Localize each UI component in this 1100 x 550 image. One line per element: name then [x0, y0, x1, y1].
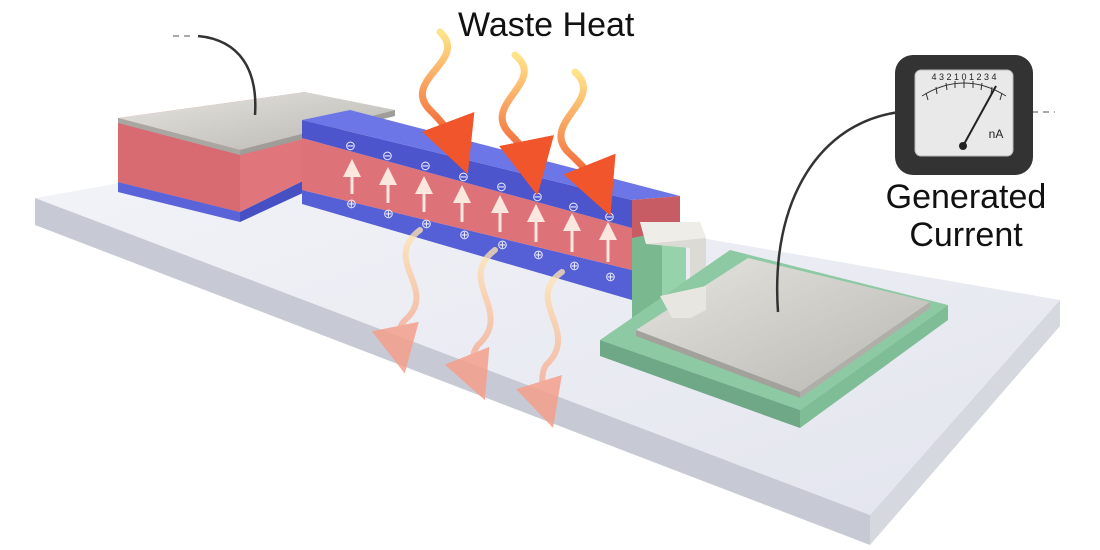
negative-charge: ⊖: [604, 209, 615, 224]
heat-out-arrow: [516, 269, 565, 428]
generated-current-line1: Generated: [885, 178, 1047, 216]
positive-charge: ⊕: [421, 216, 432, 231]
charge-flow-arrows: [343, 159, 617, 262]
positive-charge: ⊕: [383, 206, 394, 221]
negative-charge: ⊖: [458, 169, 469, 184]
heat-in-arrow: [498, 51, 554, 196]
heat-in-arrow: [557, 68, 616, 216]
positive-charge: ⊕: [605, 269, 616, 284]
heat-out-arrow: [371, 227, 423, 374]
right-electrode: [600, 222, 948, 428]
generated-current-label: Generated Current: [858, 178, 1074, 254]
negative-charge: ⊖: [420, 158, 431, 173]
positive-charge: ⊕: [533, 247, 544, 262]
waste-heat-label: Waste Heat: [458, 6, 635, 44]
positive-charge: ⊕: [459, 227, 470, 242]
meter-needle: [962, 85, 997, 147]
heat-out-arrow: [444, 247, 498, 401]
positive-charge: ⊕: [497, 237, 508, 252]
outgoing-heat-arrows: [371, 227, 565, 428]
generated-current-line2: Current: [909, 216, 1023, 254]
positive-charge: ⊕: [569, 258, 580, 273]
positive-charges: ⊕ ⊕ ⊕ ⊕ ⊕ ⊕ ⊕ ⊕: [346, 196, 616, 284]
negative-charge: ⊖: [532, 189, 543, 204]
heat-in-arrow: [419, 28, 475, 175]
negative-charge: ⊖: [496, 179, 507, 194]
meter-ticks: [925, 80, 1003, 101]
ammeter: 4 3 2 1 0 1 2 3 4 nA: [895, 55, 1033, 175]
negative-charge: ⊖: [382, 148, 393, 163]
negative-charge: ⊖: [345, 138, 356, 153]
meter-unit: nA: [989, 127, 1004, 141]
positive-charge: ⊕: [346, 196, 357, 211]
right-wire: [775, 110, 901, 313]
meter-scale: 4 3 2 1 0 1 2 3 4: [931, 72, 996, 82]
left-wire: [197, 34, 257, 116]
meter-pivot: [959, 142, 967, 150]
negative-charge: ⊖: [568, 199, 579, 214]
incoming-heat-arrows: [419, 28, 616, 216]
